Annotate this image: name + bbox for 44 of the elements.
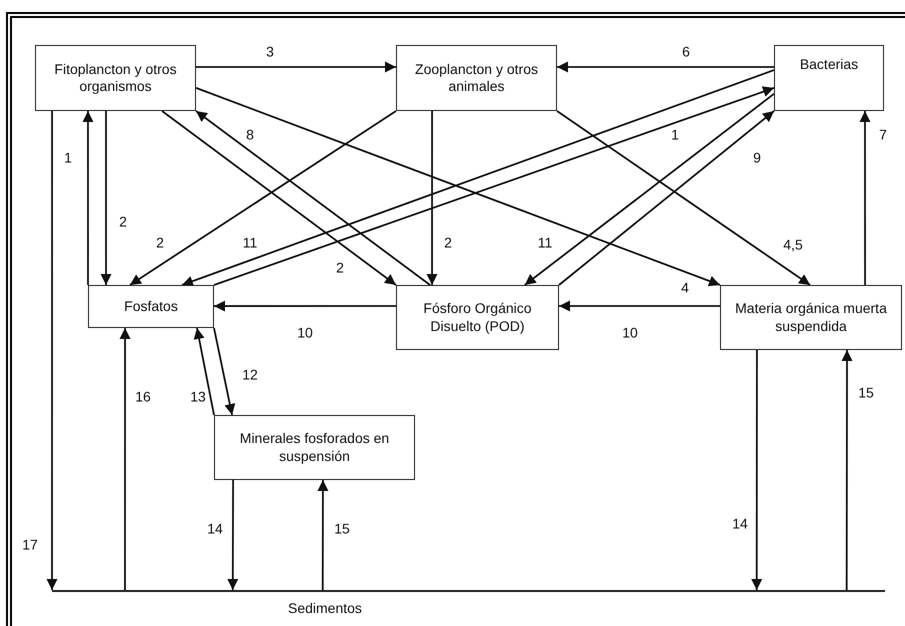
arrow <box>559 300 720 312</box>
node-label: Zooplancton y otros animales <box>414 60 539 96</box>
node-label: Fosfatos <box>124 298 178 316</box>
arrow <box>524 93 775 286</box>
arrow <box>213 328 236 416</box>
process-box <box>214 415 415 480</box>
arrow <box>317 480 328 590</box>
edge-label: 10 <box>620 325 640 341</box>
edge-label: 10 <box>295 325 315 341</box>
arrow <box>195 110 431 286</box>
node-label: Materia orgánica muerta suspendida <box>734 300 888 335</box>
arrow <box>842 350 853 590</box>
node-label: Fitoplancton y otros organismos <box>53 60 178 96</box>
arrow <box>196 61 396 72</box>
arrow <box>751 350 762 590</box>
process-box <box>774 45 884 111</box>
edge-label: 13 <box>188 389 208 405</box>
arrow <box>100 111 112 285</box>
process-box <box>35 45 196 111</box>
arrow <box>194 328 215 416</box>
edge-label: 4,5 <box>781 237 805 253</box>
edge-label: 8 <box>244 127 256 143</box>
edge-label: 16 <box>133 389 153 405</box>
process-box <box>396 45 557 111</box>
edge-label: 3 <box>264 44 276 60</box>
node-label: Fósforo Orgánico Disuelto (POD) <box>422 300 533 335</box>
edge-label: 9 <box>751 150 763 166</box>
arrow <box>227 480 238 590</box>
arrow <box>82 111 94 285</box>
arrow <box>426 111 438 285</box>
process-box <box>720 285 902 350</box>
process-box <box>396 285 559 350</box>
arrow <box>557 61 774 72</box>
arrow <box>859 111 870 285</box>
edge-label: 6 <box>680 44 692 60</box>
arrow <box>46 111 58 590</box>
arrow <box>214 300 396 312</box>
node-label: Bacterias <box>800 56 858 74</box>
edge-label: 15 <box>332 521 352 537</box>
edge-label: 15 <box>856 385 876 401</box>
process-box <box>88 285 214 328</box>
node-label: Minerales fosforados en suspensión <box>238 430 390 465</box>
arrow <box>120 328 131 590</box>
node-label: Sedimentos <box>288 600 362 618</box>
